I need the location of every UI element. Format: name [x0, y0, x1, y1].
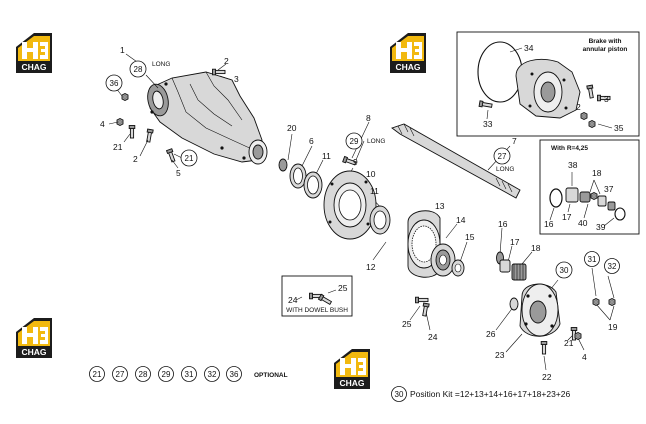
svg-text:21: 21: [113, 142, 123, 152]
drive-shaft: [342, 123, 521, 199]
seal-parts: [278, 158, 323, 199]
svg-text:OPTIONAL: OPTIONAL: [254, 372, 288, 379]
svg-text:16: 16: [498, 219, 508, 229]
hub-flange: [323, 170, 391, 240]
svg-text:4: 4: [100, 119, 105, 129]
svg-text:36: 36: [230, 370, 239, 379]
svg-text:35: 35: [614, 123, 624, 133]
svg-text:33: 33: [483, 119, 493, 129]
brake-annular-piston-panel: Brake with annular piston 34 33 2 3 35: [456, 31, 640, 137]
svg-text:CHAG: CHAG: [21, 347, 46, 357]
svg-text:25: 25: [402, 319, 412, 329]
svg-text:28: 28: [139, 370, 148, 379]
callout-labels: 1 2 3 4 21 2 5 20 6 11 8 7 9 10 11 13 14…: [100, 45, 618, 382]
svg-text:4: 4: [582, 352, 587, 362]
svg-text:34: 34: [524, 43, 534, 53]
svg-text:2: 2: [576, 102, 581, 112]
svg-text:38: 38: [568, 160, 578, 170]
svg-text:LONG: LONG: [496, 166, 514, 173]
svg-text:37: 37: [604, 184, 614, 194]
svg-text:CHAG: CHAG: [339, 378, 364, 388]
svg-text:WITH DOWEL BUSH: WITH DOWEL BUSH: [286, 307, 348, 314]
svg-text:18: 18: [531, 243, 541, 253]
svg-text:36: 36: [110, 79, 119, 88]
position-kit-note: 30 Position Kit =12+13+14+16+17+18+23+26: [391, 386, 571, 402]
chag-logo-bottom-left: CHAG: [16, 318, 52, 358]
svg-text:27: 27: [116, 370, 125, 379]
svg-text:2: 2: [224, 56, 229, 66]
axle-housing-drawing: [147, 71, 268, 165]
svg-text:LONG: LONG: [152, 61, 170, 68]
svg-text:7: 7: [512, 136, 517, 146]
svg-text:17: 17: [510, 237, 520, 247]
svg-text:20: 20: [287, 123, 297, 133]
ratio-variant-panel: With R=4,25 38 18 37 16 17 40 39: [539, 139, 640, 235]
svg-text:21: 21: [93, 370, 102, 379]
svg-text:1: 1: [120, 45, 125, 55]
svg-text:18: 18: [592, 168, 602, 178]
svg-text:21: 21: [185, 154, 194, 163]
svg-text:9: 9: [353, 157, 358, 167]
svg-text:LONG: LONG: [367, 138, 385, 145]
svg-text:5: 5: [176, 168, 181, 178]
svg-text:30: 30: [560, 266, 569, 275]
svg-text:6: 6: [309, 136, 314, 146]
dowel-bush-panel: 24 25 WITH DOWEL BUSH: [281, 275, 353, 317]
svg-text:31: 31: [588, 255, 597, 264]
svg-text:13: 13: [435, 201, 445, 211]
svg-text:11: 11: [322, 151, 331, 161]
svg-text:31: 31: [185, 370, 194, 379]
planet-gears: [496, 251, 527, 281]
svg-text:With R=4,25: With R=4,25: [551, 145, 588, 152]
chag-logo-bottom-center: CHAG: [334, 349, 370, 389]
svg-text:21: 21: [564, 338, 574, 348]
svg-text:22: 22: [542, 372, 552, 382]
svg-text:19: 19: [608, 322, 618, 332]
planet-carrier: [509, 283, 616, 355]
svg-text:27: 27: [498, 152, 507, 161]
svg-text:14: 14: [456, 215, 466, 225]
dowel-bolts: [415, 296, 430, 317]
svg-text:10: 10: [366, 169, 376, 179]
svg-text:29: 29: [350, 137, 359, 146]
svg-text:17: 17: [562, 212, 572, 222]
svg-text:15: 15: [465, 232, 475, 242]
svg-text:12: 12: [366, 262, 376, 272]
svg-text:30: 30: [395, 390, 404, 399]
svg-text:39: 39: [596, 222, 606, 232]
svg-text:26: 26: [486, 329, 496, 339]
svg-text:32: 32: [208, 370, 217, 379]
svg-text:3: 3: [234, 74, 239, 84]
svg-text:8: 8: [366, 113, 371, 123]
svg-text:Position Kit =12+13+14+16+17+1: Position Kit =12+13+14+16+17+18+23+26: [410, 389, 571, 399]
optional-legend: 21 27 28 29 31 32 36 OPTIONAL: [89, 366, 288, 382]
svg-text:32: 32: [608, 262, 617, 271]
svg-text:CHAG: CHAG: [21, 62, 46, 72]
svg-text:11: 11: [370, 186, 379, 196]
svg-text:28: 28: [134, 65, 143, 74]
svg-text:3: 3: [604, 94, 609, 104]
svg-text:40: 40: [578, 218, 588, 228]
svg-text:CHAG: CHAG: [395, 62, 420, 72]
svg-text:annular piston: annular piston: [583, 46, 628, 53]
circled-callouts: 28 LONG 36 21 29 LONG 27 LONG 30 31 32: [105, 60, 620, 279]
svg-text:2: 2: [133, 154, 138, 164]
chag-logo-top-center: CHAG: [390, 33, 426, 73]
chag-logo-top-left: CHAG: [16, 33, 52, 73]
sun-gear-parts: [430, 243, 465, 277]
svg-text:29: 29: [162, 370, 171, 379]
svg-text:23: 23: [495, 350, 505, 360]
svg-text:25: 25: [338, 283, 348, 293]
svg-text:24: 24: [288, 295, 298, 305]
svg-text:Brake with: Brake with: [589, 38, 622, 45]
svg-text:24: 24: [428, 332, 438, 342]
svg-text:16: 16: [544, 219, 554, 229]
